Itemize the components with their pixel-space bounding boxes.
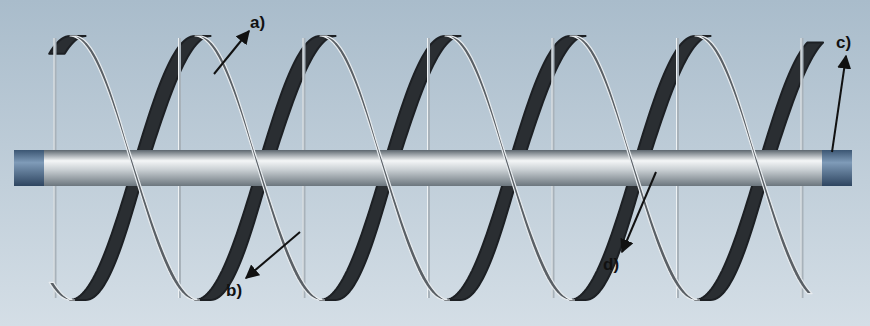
shaft-body (44, 150, 822, 186)
part-label-box: b) (226, 282, 242, 299)
part-label: b) (226, 282, 242, 299)
leader-arrow (622, 172, 656, 252)
part-label: c) (836, 34, 851, 51)
part-label: d) (603, 256, 619, 273)
shaft (14, 150, 852, 186)
part-label-box: c) (836, 34, 851, 51)
ribbon-band (49, 282, 74, 300)
ribbon-band (695, 36, 812, 294)
ribbon-front (49, 36, 812, 300)
ribbon-band (445, 36, 575, 300)
ribbon-band (320, 36, 450, 300)
ribbon-band (570, 36, 700, 300)
ribbon-band (195, 36, 325, 300)
leader-arrow (832, 56, 846, 152)
part-label: a) (250, 14, 265, 31)
part-label-box: a) (250, 14, 265, 31)
leader-lines (214, 31, 846, 278)
ribbon-band (70, 36, 200, 300)
leader-arrow (214, 31, 249, 74)
shaft-ends (14, 150, 852, 186)
leader-arrow (246, 232, 300, 278)
part-label-box: d) (603, 256, 619, 273)
